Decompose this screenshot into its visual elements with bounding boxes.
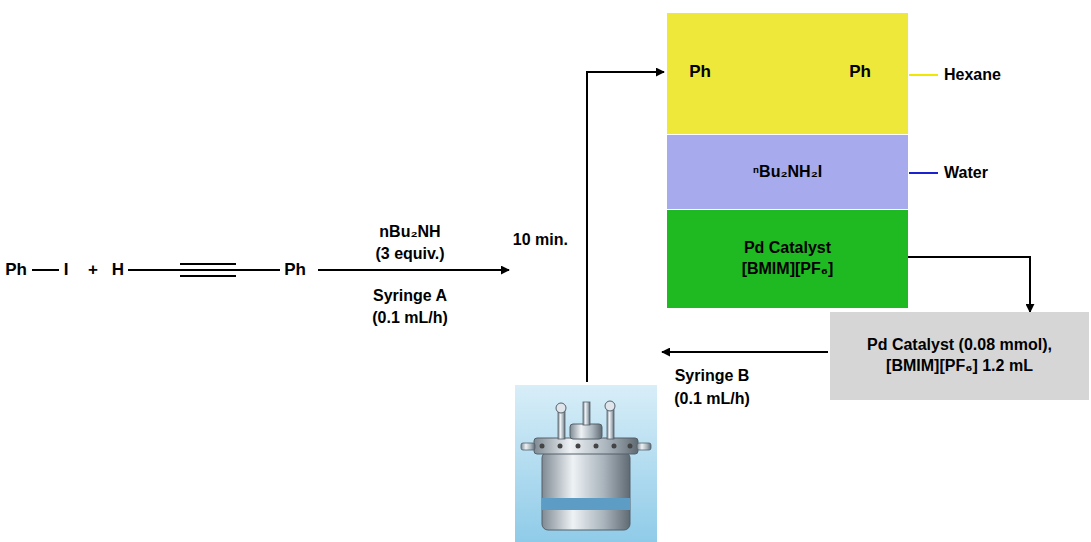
water-leader [909,172,938,174]
annotation-label: Syringe B [675,366,750,385]
annotation-label: Ph [5,260,27,280]
annotation-label: (0.1 mL/h) [674,389,750,408]
annotation-label: Syringe A [373,286,447,305]
annotation-label: + [88,260,98,280]
hexane-leader [909,74,938,76]
node-text: Ph [849,61,871,83]
annotation-label: H [112,260,124,280]
solvent-layer-box: Pd Catalyst [BMIM][PF₆] [667,210,908,308]
annotation-label: I [64,260,69,280]
node-text: Pd Catalyst (0.08 mmol), [BMIM][PF₆] 1.2… [842,335,1078,377]
annotation-label: (0.1 mL/h) [372,308,448,327]
annotation-label: 10 min. [513,230,568,249]
annotation-label: Water [944,163,988,182]
solvent-layer-box: Pd Catalyst (0.08 mmol), [BMIM][PF₆] 1.2… [830,312,1089,400]
node-text: Pd Catalyst [BMIM][PF₆] [728,238,848,280]
flow-arrow [908,257,1030,312]
annotation-label: (3 equiv.) [375,244,444,263]
annotation-label: Hexane [944,65,1001,84]
node-text: Ph [689,61,711,83]
chemical-bonds [32,264,280,276]
annotation-label: Ph [284,260,306,280]
annotation-label: nBu₂NH [379,222,440,241]
solvent-layer-box: ⁿBu₂NH₂I [667,135,908,209]
node-text: ⁿBu₂NH₂I [753,162,822,183]
reactor-illustration [515,385,657,542]
solvent-layer-box: Ph Ph [667,13,908,134]
